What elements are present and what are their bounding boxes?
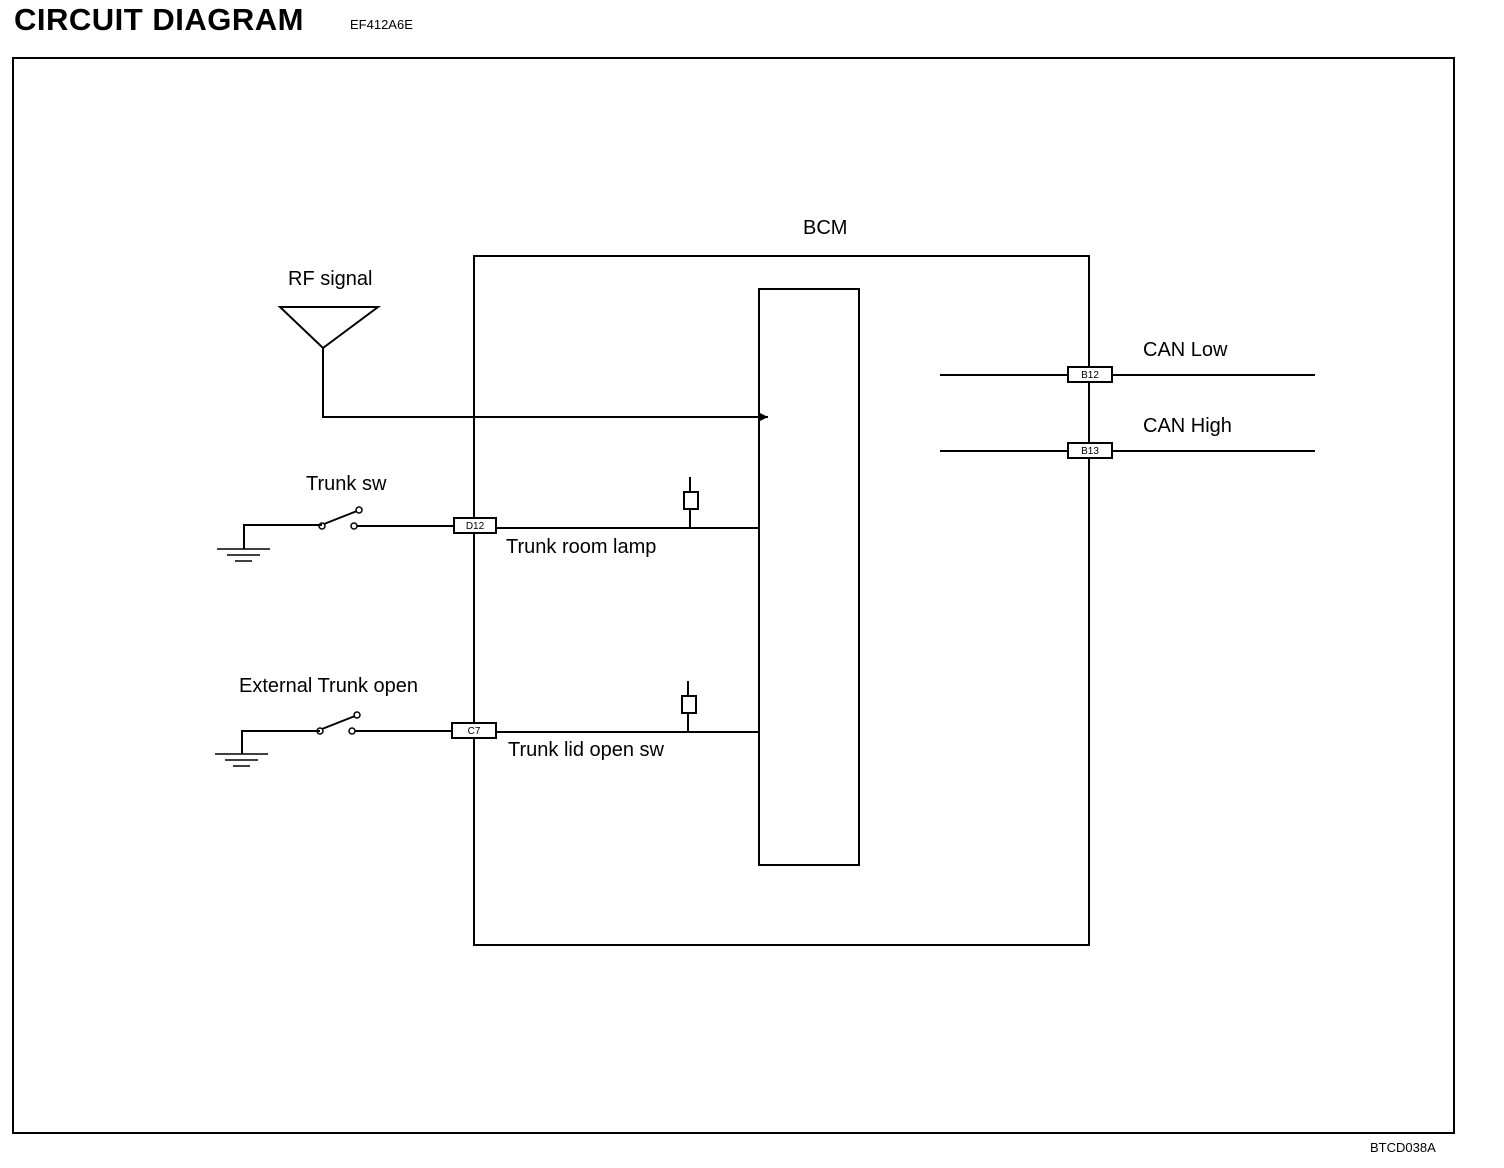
external-trunk-switch-icon [316, 711, 361, 735]
can-high-label: CAN High [1143, 415, 1232, 437]
diagram-frame [12, 57, 1455, 1134]
connector-c7-label: C7 [468, 726, 481, 737]
bcm-label: BCM [803, 217, 847, 239]
rf-signal-label: RF signal [288, 268, 372, 290]
lamp-driver-icon [683, 477, 699, 528]
trunk-room-lamp-label: Trunk room lamp [506, 536, 656, 558]
ground-icon [217, 524, 322, 562]
arrow-icon [760, 413, 768, 421]
figure-code: BTCD038A [1370, 1140, 1436, 1155]
connector-d12-label: D12 [466, 521, 485, 532]
switch-input-icon [681, 681, 697, 732]
rf-signal-wire [322, 348, 768, 418]
trunk-sw-label: Trunk sw [306, 473, 387, 495]
connector-b13 [1067, 442, 1113, 459]
can-low-label: CAN Low [1143, 339, 1228, 361]
antenna-icon [277, 306, 382, 350]
trunk-lid-open-sw-label: Trunk lid open sw [508, 739, 665, 761]
ground-icon [215, 730, 320, 767]
connector-b13-label: B13 [1081, 446, 1099, 457]
connector-d12 [453, 517, 497, 534]
bcm-box [473, 255, 1090, 946]
page-title: CIRCUIT DIAGRAM [14, 2, 304, 37]
page-code: EF412A6E [350, 17, 413, 32]
bcm-inner-block [758, 288, 860, 866]
connector-b12 [1067, 366, 1113, 383]
trunk-switch-icon [318, 506, 363, 530]
connector-b12-label: B12 [1081, 370, 1099, 381]
external-trunk-open-label: External Trunk open [239, 675, 418, 697]
connector-c7 [451, 722, 497, 739]
